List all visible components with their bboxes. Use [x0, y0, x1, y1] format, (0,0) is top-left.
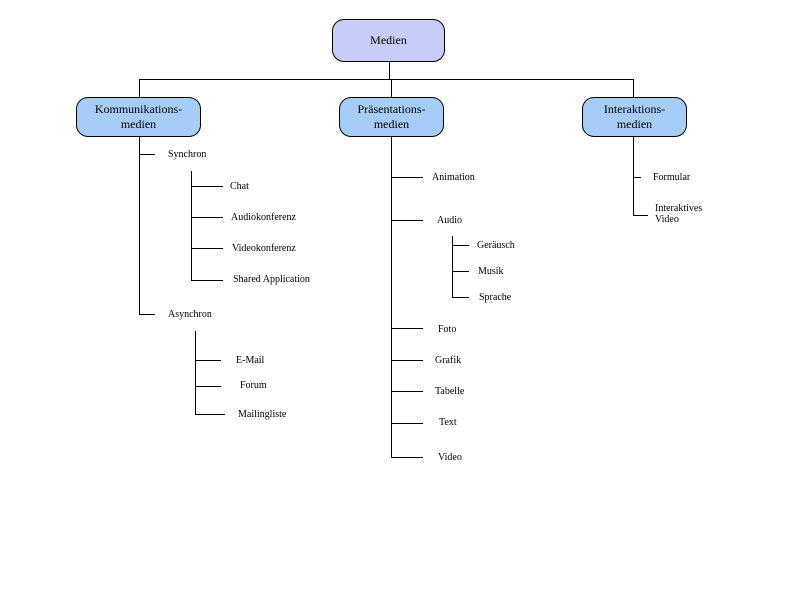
node-interaktionsmedien: Interaktions- medien [582, 97, 687, 137]
branch-tabelle [391, 391, 423, 392]
label-text: Text [439, 417, 457, 428]
branch-synchron [139, 154, 155, 155]
label-musik: Musik [478, 266, 504, 277]
label-chat: Chat [230, 181, 249, 192]
label-foto: Foto [438, 324, 457, 335]
label-tabelle: Tabelle [435, 386, 465, 397]
node-praesentationsmedien-label: Präsentations- medien [357, 102, 426, 131]
asynchron-spine [195, 331, 196, 415]
label-audiokonferenz: Audiokonferenz [231, 212, 296, 223]
label-shared-application: Shared Application [233, 274, 310, 285]
label-forum: Forum [240, 380, 267, 391]
branch-formular [633, 177, 641, 178]
branch-grafik [391, 360, 423, 361]
branch-geraeusch [452, 245, 469, 246]
label-mailingliste: Mailingliste [238, 409, 287, 420]
branch-foto [391, 328, 423, 329]
label-asynchron: Asynchron [168, 309, 212, 320]
branch-video [391, 457, 423, 458]
label-email: E-Mail [236, 355, 265, 366]
branch-audio [391, 220, 423, 221]
branch-interaktives-video [633, 215, 648, 216]
label-videokonferenz: Videokonferenz [232, 243, 296, 254]
audio-spine [452, 236, 453, 298]
kommunikation-spine [139, 137, 140, 315]
label-synchron: Synchron [168, 149, 207, 160]
node-medien: Medien [332, 19, 445, 62]
label-video: Video [438, 452, 462, 463]
branch-chat [191, 186, 223, 187]
label-sprache: Sprache [479, 292, 512, 303]
label-interaktives-video: Interaktives Video [655, 203, 703, 225]
connector-horizontal-bus [139, 79, 634, 80]
branch-forum [195, 386, 221, 387]
label-geraeusch: Geräusch [477, 240, 515, 251]
label-grafik: Grafik [435, 355, 462, 366]
branch-musik [452, 271, 469, 272]
branch-videokonferenz [191, 248, 223, 249]
node-praesentationsmedien: Präsentations- medien [339, 97, 444, 137]
label-animation: Animation [432, 172, 475, 183]
node-medien-label: Medien [370, 33, 407, 47]
branch-audiokonferenz [191, 217, 223, 218]
label-formular: Formular [653, 172, 691, 183]
synchron-spine [191, 171, 192, 281]
node-kommunikationsmedien: Kommunikations- medien [76, 97, 201, 137]
branch-shared-application [191, 280, 223, 281]
node-kommunikationsmedien-label: Kommunikations- medien [94, 102, 183, 131]
connector-to-interaktion [633, 79, 634, 97]
branch-text [391, 423, 423, 424]
branch-email [195, 360, 221, 361]
branch-asynchron [139, 314, 155, 315]
branch-animation [391, 177, 423, 178]
node-interaktionsmedien-label: Interaktions- medien [603, 102, 666, 131]
connector-root-down [389, 62, 390, 79]
connector-to-praesentation [391, 79, 392, 97]
interaktion-spine [633, 137, 634, 216]
branch-sprache [452, 297, 469, 298]
branch-mailingliste [195, 414, 225, 415]
praesentation-spine [391, 137, 392, 458]
connector-to-kommunikation [139, 79, 140, 97]
label-audio: Audio [437, 215, 462, 226]
